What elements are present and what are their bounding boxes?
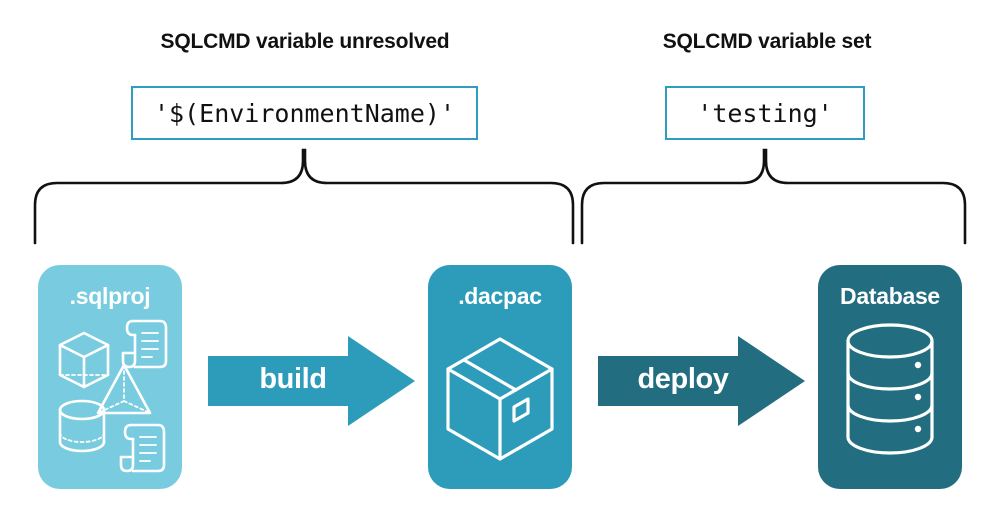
database-artwork <box>846 323 934 455</box>
sqlproj-artwork <box>58 319 168 473</box>
scroll-icon <box>119 423 166 473</box>
arrow-deploy-icon <box>598 336 805 426</box>
arrow-deploy: deploy <box>598 334 806 428</box>
heading-sqlcmd-variable-set: SQLCMD variable set <box>662 30 872 53</box>
cylinder-icon <box>58 399 106 453</box>
pyramid-icon <box>96 363 152 415</box>
package-box-icon <box>446 337 554 461</box>
arrow-build: build <box>208 334 416 428</box>
code-box-testing: 'testing' <box>665 86 865 140</box>
brace-right-icon <box>580 148 967 245</box>
heading-sqlcmd-variable-unresolved: SQLCMD variable unresolved <box>160 30 450 53</box>
stage-box-database: Database <box>818 265 962 489</box>
stage-box-dacpac: .dacpac <box>428 265 572 489</box>
brace-left-icon <box>33 148 575 245</box>
code-box-environment-name: '$(EnvironmentName)' <box>131 86 478 140</box>
cube-icon <box>58 331 110 389</box>
scroll-icon <box>121 319 168 369</box>
stage-label-sqlproj: .sqlproj <box>69 283 151 309</box>
arrow-build-icon <box>208 336 415 426</box>
dacpac-artwork <box>446 337 554 461</box>
stage-box-sqlproj: .sqlproj <box>38 265 182 489</box>
stage-label-database: Database <box>840 283 940 309</box>
database-cylinder-icon <box>846 323 934 455</box>
stage-label-dacpac: .dacpac <box>458 283 542 309</box>
